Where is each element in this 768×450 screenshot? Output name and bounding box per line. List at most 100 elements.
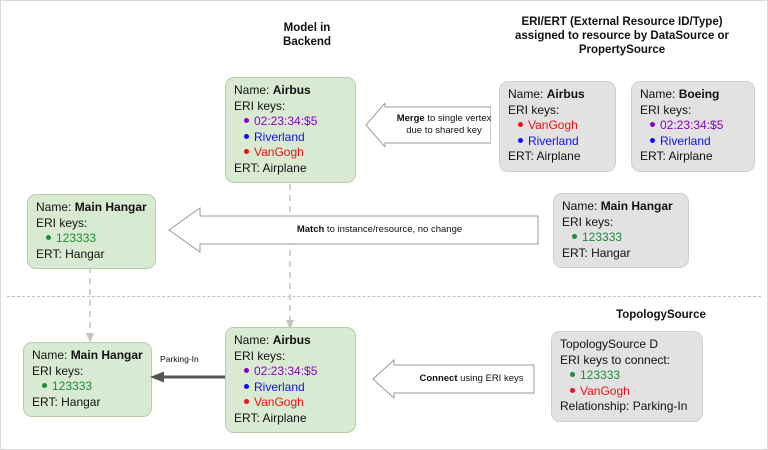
node-name-value: Boeing [678,87,720,101]
header-model-line2: Backend [283,36,331,48]
banner-match-text: Match to instance/resource, no change [168,207,565,253]
node-model-airbus[interactable]: Name: Airbus ERI keys: 02:23:34:$5 River… [225,77,356,183]
node-model-main-hangar[interactable]: Name: Main Hangar ERI keys: 123333 ERT: … [27,194,156,269]
bullet-dot-icon [244,133,249,139]
banner-merge-rest: to single vertex [424,113,492,124]
node-keys-label: ERI keys: [36,215,88,230]
bullet-dot-icon [650,137,655,143]
node-key-item: 123333 [562,230,680,246]
node-key-text: Riverland [528,133,579,148]
node-key-item: Riverland [234,380,347,396]
header-model-in-backend: Model in Backend [217,21,397,49]
node-bottom-airbus[interactable]: Name: Airbus ERI keys: 02:23:34:$5 River… [225,327,356,433]
node-keys-label: ERI keys to connect: [560,352,671,367]
node-key-item: Riverland [640,134,746,150]
node-key-item: 02:23:34:$5 [640,118,746,134]
node-ert-line: ERT: Hangar [36,246,105,261]
node-name-value: Airbus [546,87,585,101]
node-ert-line: ERT: Hangar [562,245,631,260]
node-key-item: VanGogh [508,118,607,134]
bullet-dot-icon [244,399,249,405]
node-key-text: Riverland [254,379,305,394]
bullet-dot-icon [244,149,249,155]
banner-connect-shape [372,359,535,399]
node-topology-source-d[interactable]: TopologySource D ERI keys to connect: 12… [551,331,703,422]
node-key-text: VanGogh [580,383,630,398]
node-name-line: Name: Main Hangar [562,199,673,213]
node-ert-line: ERT: Airplane [508,149,581,163]
node-ert-line: ERT: Hangar [32,394,101,409]
node-name-line: Name: Airbus [508,87,585,101]
banner-merge-line2: due to shared key [406,125,482,136]
banner-connect-bold: Connect [419,373,458,384]
bullet-dot-icon [570,372,575,378]
node-key-item: VanGogh [560,384,694,400]
edge-parking-in-label: Parking-In [160,354,199,364]
node-keys-label: ERI keys: [234,348,286,363]
node-source-boeing[interactable]: Name: Boeing ERI keys: 02:23:34:$5 River… [631,81,755,172]
node-key-text: 123333 [582,230,623,244]
node-key-text: 123333 [56,231,97,245]
banner-match-bold: Match [296,224,325,235]
header-topology-label: TopologySource [616,309,706,321]
node-source-main-hangar[interactable]: Name: Main Hangar ERI keys: 123333 ERT: … [553,193,689,268]
node-key-item: 123333 [560,368,694,384]
header-topology-source: TopologySource [561,308,761,322]
bullet-dot-icon [244,118,249,124]
node-name-line: Name: Boeing [640,87,720,101]
node-source-airbus[interactable]: Name: Airbus ERI keys: VanGogh Riverland… [499,81,616,172]
node-key-item: 123333 [36,231,147,247]
node-key-text: VanGogh [254,395,304,409]
node-key-text: Riverland [660,133,711,148]
header-eri-line1: ERI/ERT (External Resource ID/Type) [521,16,723,28]
header-eri-ert: ERI/ERT (External Resource ID/Type) assi… [477,15,767,57]
banner-connect-rest: using ERI keys [457,373,524,384]
banner-merge-bold: Merge [396,113,425,124]
banner-match-shape [168,207,539,253]
banner-match-rest: to instance/resource, no change [324,224,463,235]
bullet-dot-icon [570,387,575,393]
node-name-value: Airbus [272,83,311,97]
banner-merge-text: Merge to single vertex due to shared key [365,103,507,147]
bullet-dot-icon [244,383,249,389]
node-key-item: VanGogh [234,145,347,161]
banner-match: Match to instance/resource, no change [168,207,539,253]
bullet-dot-icon [244,368,249,374]
node-key-text: VanGogh [254,145,304,159]
node-keys-label: ERI keys: [562,214,614,229]
banner-merge-shape [365,103,491,147]
node-name-line: Name: Main Hangar [32,348,143,362]
node-key-item: 02:23:34:$5 [234,114,347,130]
bullet-dot-icon [650,122,655,128]
node-key-item: 02:23:34:$5 [234,364,347,380]
node-key-item: VanGogh [234,395,347,411]
header-eri-line2: assigned to resource by DataSource or [514,30,730,42]
edge-parking-in-arrow [150,371,231,383]
section-divider [7,296,761,297]
node-key-text: Riverland [254,129,305,144]
node-name-value: Airbus [272,333,311,347]
header-model-line1: Model in [283,22,331,34]
bullet-dot-icon [572,234,577,240]
node-name-line: Name: Airbus [234,333,311,347]
node-ert-line: ERT: Airplane [640,149,713,163]
bullet-dot-icon [518,122,523,128]
node-keys-label: ERI keys: [32,363,84,378]
node-name-value: Main Hangar [70,348,143,362]
node-key-item: 123333 [32,379,143,395]
bullet-dot-icon [46,235,51,241]
node-bottom-main-hangar[interactable]: Name: Main Hangar ERI keys: 123333 ERT: … [23,342,152,417]
node-keys-label: ERI keys: [640,102,692,117]
node-name-line: Name: Airbus [234,83,311,97]
node-key-text: 123333 [580,368,621,382]
bullet-dot-icon [518,137,523,143]
header-eri-line3: PropertySource [578,44,666,56]
node-key-text: VanGogh [528,118,578,132]
node-keys-label: ERI keys: [508,102,560,117]
banner-merge: Merge to single vertex due to shared key [365,103,491,147]
node-keys-label: ERI keys: [234,98,286,113]
node-key-text: 02:23:34:$5 [660,118,724,132]
banner-connect: Connect using ERI keys [372,359,535,399]
